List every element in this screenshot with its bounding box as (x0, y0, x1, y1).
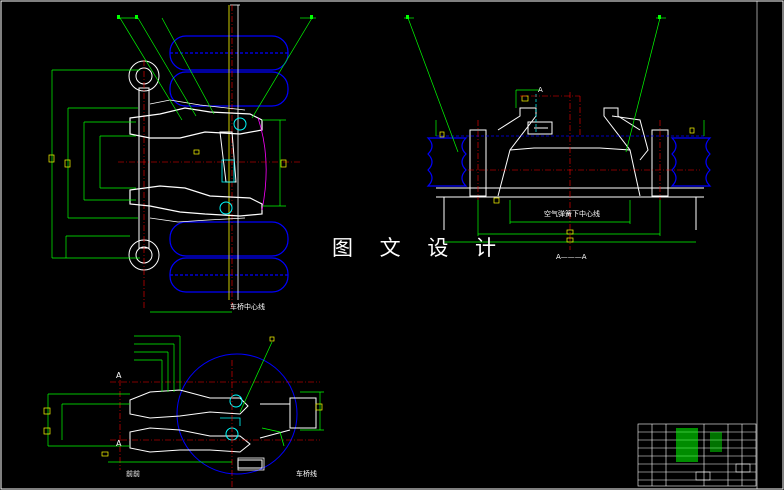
section-mark-upper: A (538, 86, 543, 94)
section-mark-upper-left: A (116, 371, 122, 380)
air-spring-center-label: 空气弹簧下中心线 (544, 209, 600, 218)
section-mark-lower-left: A (116, 439, 122, 448)
watermark-text: 图 文 设 计 (332, 236, 507, 260)
title-block (637, 423, 757, 487)
plan-view (48, 4, 316, 313)
side-view (43, 335, 324, 488)
section-a-a-label: A———A (556, 253, 587, 261)
section-view (404, 15, 712, 250)
front-direction-label: 前前 (126, 469, 140, 478)
axle-line-label: 车桥线 (296, 469, 317, 478)
axle-center-line-label: 车桥中心线 (230, 302, 265, 311)
